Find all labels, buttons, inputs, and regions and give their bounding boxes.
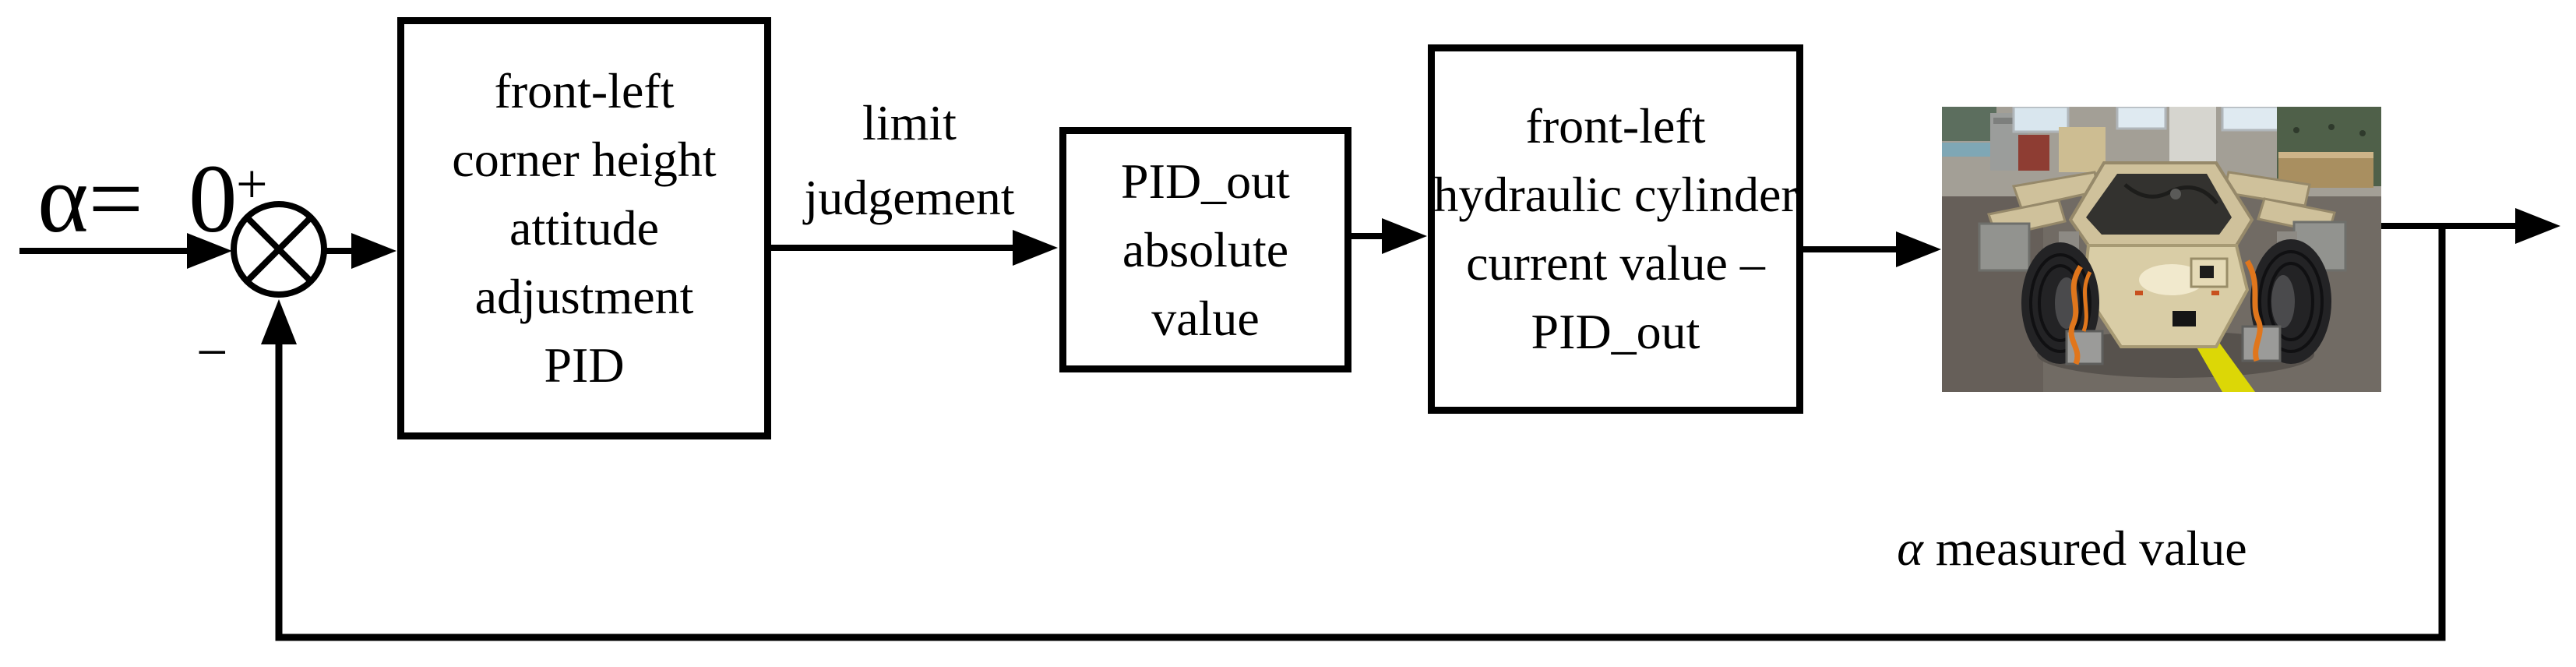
feedback-arrowhead (261, 299, 297, 344)
block-attitude-pid-line: adjustment (474, 269, 694, 324)
summing-cross-line-2 (245, 215, 313, 284)
block-absolute-value-line: value (1151, 290, 1260, 346)
block-hydraulic-cylinder-line: PID_out (1531, 304, 1700, 359)
alpha-symbol: α (1897, 521, 1923, 576)
vehicle-photo (1942, 107, 2381, 392)
block-absolute-value: PID_out absolute value (1059, 127, 1351, 372)
minus-sign: − (196, 321, 228, 383)
orange-cables (2068, 259, 2263, 365)
sum-to-pid-arrowhead (351, 233, 396, 269)
output-arrowhead (2515, 208, 2560, 244)
yellow-floor-line (2193, 341, 2255, 392)
block-attitude-pid-line: attitude (509, 200, 659, 256)
block-hydraulic-cylinder-line: current value – (1466, 235, 1765, 291)
limit-judgement-line: limit (862, 95, 957, 150)
block-hydraulic-cylinder: front-left hydraulic cylinder current va… (1428, 44, 1803, 414)
setpoint-label: α=0 (37, 150, 238, 249)
setpoint-value: 0 (189, 146, 238, 253)
measured-value-label: α measured value (1889, 521, 2255, 577)
input-arrowhead (187, 233, 232, 269)
block-absolute-value-line: absolute (1122, 221, 1289, 277)
vehicle-body (2068, 161, 2254, 348)
abs-to-cylinder-arrowhead (1382, 218, 1427, 254)
measured-value-text: measured value (1935, 521, 2247, 576)
block-attitude-pid: front-left corner height attitude adjust… (397, 17, 771, 439)
block-attitude-pid-line: front-left (494, 63, 675, 118)
block-attitude-pid-line: corner height (452, 132, 717, 187)
pid-to-abs-arrowhead (1013, 230, 1058, 266)
block-hydraulic-cylinder-line: hydraulic cylinder (1433, 167, 1798, 222)
plus-sign: + (236, 153, 268, 215)
block-attitude-pid-line: PID (544, 337, 625, 393)
feedback-path (275, 226, 2446, 641)
limit-judgement-label: limit judgement (767, 86, 1052, 235)
setpoint-symbol: α= (37, 146, 143, 253)
limit-judgement-line: judgement (804, 170, 1015, 225)
block-hydraulic-cylinder-line: front-left (1525, 98, 1706, 154)
cylinder-to-photo-arrowhead (1896, 231, 1941, 267)
block-absolute-value-line: PID_out (1121, 153, 1290, 209)
